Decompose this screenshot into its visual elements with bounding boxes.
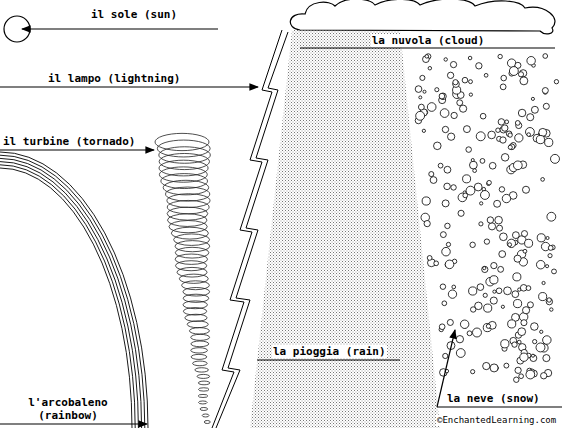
part-label: la pioggia (rain) — [272, 345, 387, 358]
part-label: il turbine (tornado) — [2, 135, 136, 148]
part-label: il lampo (lightning) — [47, 72, 181, 85]
lightning-bolt — [212, 30, 288, 428]
snow — [415, 54, 559, 383]
part-label: la nuvola (cloud) — [371, 34, 486, 47]
leader-lines — [0, 29, 562, 424]
part-label: la neve (snow) — [446, 392, 541, 405]
part-label: l'arcobaleno (rainbow) — [24, 396, 112, 422]
tornado — [155, 133, 210, 423]
watermark: ©EnchantedLearning.com — [436, 415, 557, 426]
part-label: il sole (sun) — [90, 8, 178, 21]
cloud — [290, 0, 555, 34]
rainbow — [0, 152, 148, 428]
